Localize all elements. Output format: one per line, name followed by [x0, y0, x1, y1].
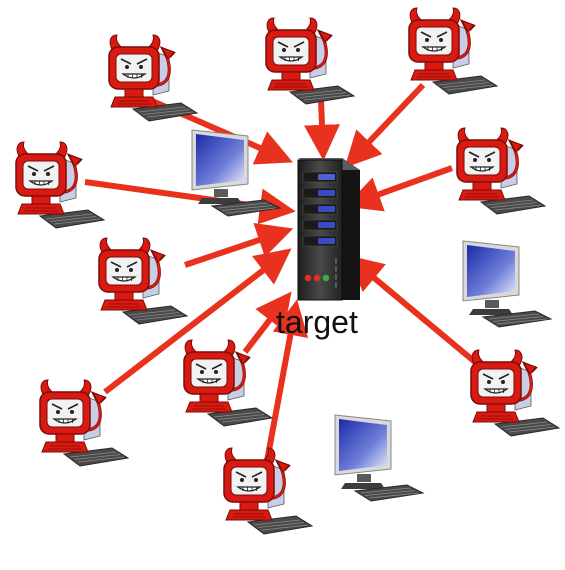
attack-arrow: [346, 255, 477, 365]
infected-computer-icon: [470, 349, 561, 437]
attack-arrow: [103, 248, 292, 395]
infected-computer-icon: [98, 237, 189, 325]
computer-icon: [462, 240, 553, 328]
infected-computer-icon: [39, 379, 130, 467]
computer-icon: [334, 414, 425, 502]
target-server: [297, 158, 360, 301]
infected-computer-icon: [183, 339, 274, 427]
attack-arrow: [184, 222, 294, 268]
attack-arrow: [344, 82, 426, 168]
infected-computer-icon: [108, 34, 199, 122]
bystander-computers: [191, 129, 553, 502]
infected-computer-icon: [223, 447, 314, 535]
attack-arrow: [344, 165, 454, 212]
infected-computer-icon: [408, 7, 499, 95]
infected-computer-icon: [456, 127, 547, 215]
infected-computer-icon: [265, 17, 356, 105]
attack-arrows: [84, 82, 477, 489]
computer-icon: [191, 129, 282, 217]
infected-computers: [15, 7, 561, 535]
attack-arrow: [304, 99, 340, 161]
target-label: target: [276, 304, 358, 340]
infected-computer-icon: [15, 141, 106, 229]
server-icon: [297, 158, 360, 301]
